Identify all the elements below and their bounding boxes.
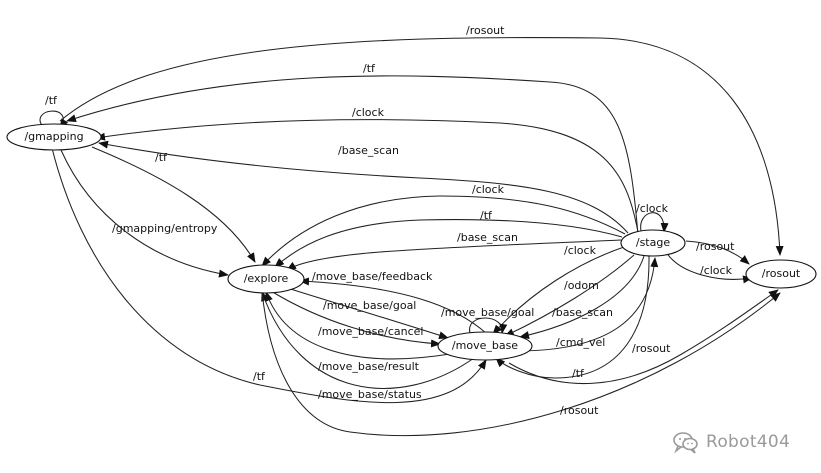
node-label-move-base: /move_base: [452, 339, 518, 352]
edge-stage-move-base-clock: [492, 246, 625, 335]
edge-label-move-base-explore-status: /move_base/status: [318, 388, 422, 401]
edge-label-stage-rosout-clock: /clock: [700, 264, 733, 277]
edge-label-stage-gmapping-base-scan: /base_scan: [338, 144, 399, 157]
edge-stage-explore-tf: [274, 219, 623, 268]
edge-stage-rosout: [685, 240, 750, 265]
edge-label-stage-move-base-odom: /odom: [564, 279, 599, 292]
node-rosout[interactable]: /rosout: [745, 259, 817, 289]
edge-move-base-stage-cmd-vel: [519, 257, 659, 352]
edge-label-move-base-stage-cmd-vel: /cmd_vel: [556, 336, 605, 349]
edge-label-move-base-explore-result: /move_base/result: [318, 360, 420, 373]
edge-stage-explore-base-scan: [286, 239, 622, 271]
edge-gmapping-move-base-tf: [51, 147, 487, 404]
edge-label-move-base-explore-feedback: /move_base/feedback: [312, 270, 433, 283]
edge-explore-move-base-goal: [280, 285, 449, 340]
edge-explore-move-base-cancel: [270, 290, 441, 348]
edge-label-gmapping-rosout: /rosout: [466, 24, 505, 37]
edge-label-stage-move-base-base-scan: /base_scan: [552, 306, 613, 319]
edge-gmapping-rosout: [59, 37, 784, 256]
edge-label-stage-explore-clock: /clock: [472, 183, 505, 196]
edge-label-stage-explore-base-scan: /base_scan: [457, 231, 518, 244]
edge-stage-gmapping-clock: [95, 119, 639, 233]
edge-label-explore-move-base-cancel: /move_base/cancel: [318, 325, 424, 338]
wechat-icon: [672, 430, 700, 454]
edge-label-move-base-self-goal: /move_base/goal: [441, 306, 534, 319]
node-label-explore: /explore: [244, 272, 289, 285]
edge-stage-move-base-base-scan: [519, 255, 645, 339]
edge-stage-gmapping-tf: [66, 75, 639, 236]
edge-move-base-explore-result: [265, 291, 451, 360]
watermark-text: Robot404: [706, 432, 791, 452]
edge-stage-move-base-odom: [504, 254, 635, 337]
edge-move-base-self-goal: [469, 317, 508, 334]
edge-label-stage-gmapping-clock: /clock: [352, 106, 385, 119]
edge-label-stage-self-clock: /clock: [636, 202, 669, 215]
node-label-rosout: /rosout: [762, 267, 801, 280]
watermark: Robot404: [672, 428, 790, 456]
node-gmapping[interactable]: /gmapping: [6, 123, 102, 151]
edge-label-explore-move-base-goal: /move_base/goal: [323, 299, 416, 312]
edge-label-gmapping-self-tf: /tf: [45, 94, 58, 107]
edge-gmapping-self-tf: [39, 110, 69, 129]
edge-stage-gmapping-base-scan: [98, 140, 629, 234]
edge-move-base-explore-status: [261, 291, 475, 389]
edge-label-gmapping-move-base-tf: /tf: [253, 370, 266, 383]
edge-move-base-rosout: [508, 289, 779, 384]
edge-gmapping-explore-entropy: [60, 149, 229, 278]
node-label-stage: /stage: [636, 236, 670, 249]
edge-label-stage-explore-tf: /tf: [480, 209, 493, 222]
edge-stage-explore-clock: [261, 195, 626, 267]
edge-label-explore-rosout: /rosout: [560, 404, 599, 417]
edge-label-move-base-rosout: /rosout: [632, 342, 671, 355]
edge-label-stage-rosout: /rosout: [696, 240, 735, 253]
edge-explore-rosout: [261, 290, 781, 437]
edge-stage-rosout-clock: [665, 251, 753, 284]
node-label-gmapping: /gmapping: [24, 130, 83, 143]
edge-stage-self-clock: [640, 212, 669, 233]
edge-label-gmapping-explore-tf: /tf: [155, 151, 168, 164]
edge-move-base-explore-feedback: [299, 277, 488, 335]
edge-stage-move-base-tf: [495, 255, 650, 379]
node-move-base[interactable]: /move_base: [437, 331, 533, 361]
edge-label-gmapping-explore-entropy: /gmapping/entropy: [112, 222, 218, 235]
edge-label-stage-move-base-clock: /clock: [564, 244, 597, 257]
edge-label-stage-move-base-tf: /tf: [572, 367, 585, 380]
edge-gmapping-explore-tf: [91, 146, 256, 263]
node-stage[interactable]: /stage: [620, 229, 686, 257]
node-explore[interactable]: /explore: [227, 264, 305, 294]
edge-label-stage-gmapping-tf: /tf: [363, 62, 376, 75]
